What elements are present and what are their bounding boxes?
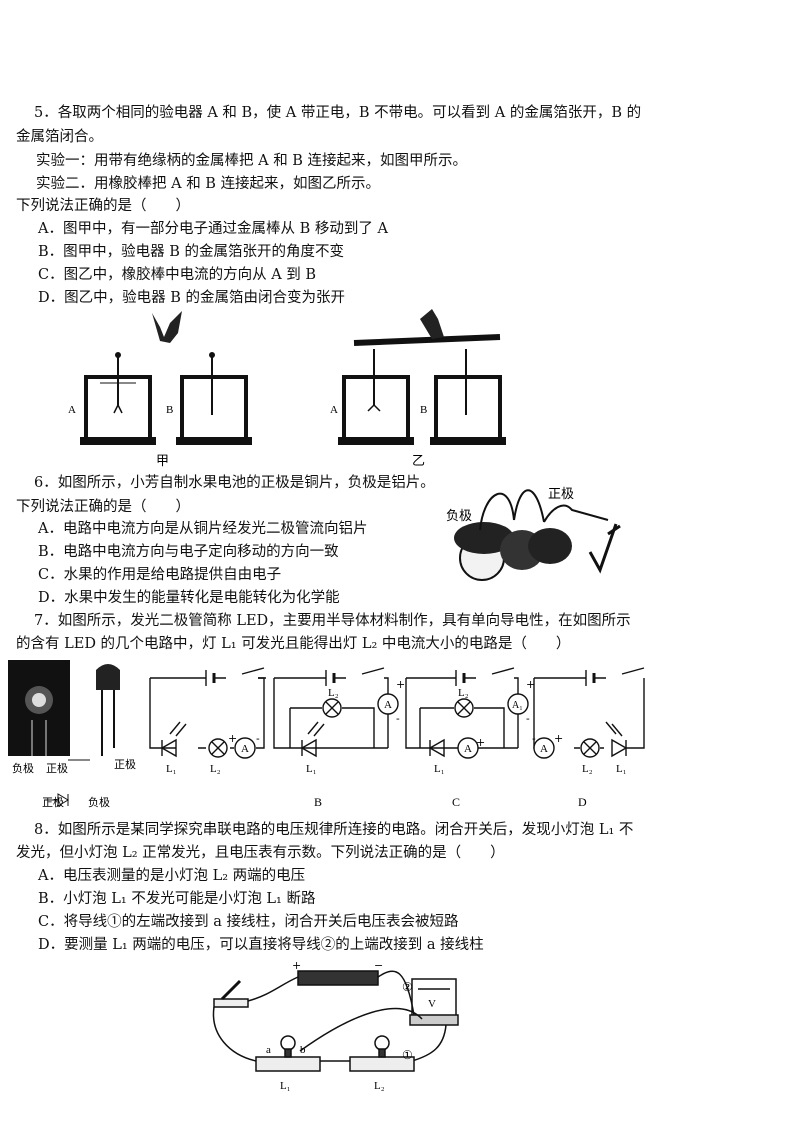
q8-stem-line1: 8．如图所示是某同学探究串联电路的电压规律所连接的电路。闭合开关后，发现小灯泡 … bbox=[34, 822, 634, 838]
led-pos-label: 正极 bbox=[46, 761, 68, 775]
q5-prompt: 下列说法正确的是（ ） bbox=[16, 198, 190, 214]
q5-stem-line1: 5．各取两个相同的验电器 A 和 B，使 A 带正电，B 不带电。可以看到 A … bbox=[34, 105, 642, 121]
minus-sign: - bbox=[532, 732, 536, 745]
minus-sign: - bbox=[526, 712, 530, 725]
q6-option-a: A．电路中电流方向是从铜片经发光二极管流向铝片 bbox=[38, 521, 368, 537]
electroscope-b-yi bbox=[430, 349, 506, 445]
electroscope-a-jia bbox=[80, 352, 156, 445]
circuit-a bbox=[149, 667, 266, 759]
ammeter-icon: A₁ bbox=[512, 700, 523, 711]
q6-option-b: B．电路中电流方向与电子定向移动的方向一致 bbox=[38, 544, 339, 560]
battery-plus: + bbox=[292, 959, 301, 972]
battery-minus: − bbox=[374, 959, 383, 972]
q5-option-b: B．图甲中，验电器 B 的金属箔张开的角度不变 bbox=[38, 244, 345, 260]
circuit-c bbox=[405, 667, 529, 759]
electroscope-b-jia bbox=[176, 352, 252, 445]
q6-figure-fruit-battery: 负极 正极 bbox=[440, 470, 640, 590]
label-b: B bbox=[166, 404, 173, 416]
q5-option-a: A．图甲中，有一部分电子通过金属棒从 B 移动到了 A bbox=[38, 221, 388, 237]
plus-sign: + bbox=[396, 678, 405, 691]
caption-yi: 乙 bbox=[412, 454, 425, 469]
label-l2: L₂ bbox=[210, 763, 221, 775]
led-symbol-pos: 正极 bbox=[42, 795, 64, 809]
label-positive: 正极 bbox=[548, 487, 574, 502]
q7-stem-line2: 的含有 LED 的几个电路中，灯 L₁ 可发光且能得出灯 L₂ 中电流大小的电路… bbox=[16, 636, 571, 652]
q5-option-d: D．图乙中，验电器 B 的金属箔由闭合变为张开 bbox=[38, 290, 345, 306]
label-l2: L₂ bbox=[458, 687, 469, 699]
label-l2: L₂ bbox=[582, 763, 593, 775]
plus-sign: + bbox=[526, 678, 535, 691]
led-pos-label-2: 正极 bbox=[114, 757, 136, 771]
q6-stem: 6．如图所示，小芳自制水果电池的正极是铜片，负极是铝片。 bbox=[34, 475, 435, 491]
switch-icon bbox=[220, 979, 242, 1001]
minus-sign: - bbox=[396, 712, 400, 725]
q6-prompt: 下列说法正确的是（ ） bbox=[16, 499, 190, 515]
label-l2: L₂ bbox=[374, 1080, 385, 1092]
label-l1: L₁ bbox=[616, 763, 627, 775]
caption-c: C bbox=[452, 795, 460, 809]
battery-icon bbox=[297, 970, 379, 986]
q8-stem-line2: 发光，但小灯泡 L₂ 正常发光，且电压表有示数。下列说法正确的是（ ） bbox=[16, 845, 505, 861]
terminal-a: a bbox=[266, 1044, 271, 1056]
q8-option-b: B．小灯泡 L₁ 不发光可能是小灯泡 L₁ 断路 bbox=[38, 891, 316, 907]
hand-icon bbox=[420, 309, 444, 339]
hand-icon bbox=[152, 311, 182, 343]
led-bulb-icon bbox=[96, 664, 120, 690]
voltmeter-label: V bbox=[428, 998, 436, 1010]
label-a: A bbox=[330, 404, 338, 416]
led-neg-label: 负极 bbox=[12, 761, 34, 775]
q8-option-c: C．将导线①的左端改接到 a 接线柱，闭合开关后电压表会被短路 bbox=[38, 914, 459, 930]
wire-2-label: ② bbox=[402, 980, 413, 994]
ammeter-icon: A bbox=[384, 699, 392, 711]
plus-sign: + bbox=[554, 732, 563, 745]
label-l1: L₁ bbox=[306, 763, 317, 775]
label-negative: 负极 bbox=[446, 509, 472, 524]
label-b: B bbox=[420, 404, 427, 416]
q8-option-a: A．电压表测量的是小灯泡 L₂ 两端的电压 bbox=[38, 868, 306, 884]
label-l1: L₁ bbox=[434, 763, 445, 775]
q7-led-images: 负极 正极 正极 正极 负极 bbox=[8, 660, 138, 810]
circuit-b bbox=[273, 667, 399, 758]
q5-option-c: C．图乙中，橡胶棒中电流的方向从 A 到 B bbox=[38, 267, 317, 283]
ammeter-icon: A bbox=[241, 743, 249, 755]
caption-d: D bbox=[578, 795, 587, 809]
caption-jia: 甲 bbox=[156, 454, 169, 469]
label-a: A bbox=[68, 404, 76, 416]
plus-sign: + bbox=[476, 736, 485, 749]
label-l1: L₁ bbox=[166, 763, 177, 775]
label-l1: L₁ bbox=[280, 1080, 291, 1092]
ammeter-icon: A bbox=[464, 743, 472, 755]
led-symbol-neg: 负极 bbox=[88, 795, 110, 809]
q6-option-c: C．水果的作用是给电路提供自由电子 bbox=[38, 567, 282, 583]
circuit-d bbox=[533, 667, 645, 759]
q7-stem-line1: 7．如图所示，发光二极管简称 LED，主要用半导体材料制作，具有单向导电性，在如… bbox=[34, 613, 631, 629]
q5-stem-line2: 金属箔闭合。 bbox=[16, 129, 103, 145]
q8-figure-series-circuit: + − V a b L₁ L₂ ② ① bbox=[200, 955, 480, 1095]
bulb-icon bbox=[280, 1035, 296, 1051]
plus-sign: + bbox=[228, 732, 237, 745]
electroscope-a-yi bbox=[338, 349, 414, 445]
bulb-icon bbox=[374, 1035, 390, 1051]
ammeter-icon: A bbox=[540, 743, 548, 755]
q5-experiment-2: 实验二．用橡胶棒把 A 和 B 连接起来，如图乙所示。 bbox=[36, 176, 381, 192]
terminal-b: b bbox=[300, 1044, 306, 1056]
q6-option-d: D．水果中发生的能量转化是电能转化为化学能 bbox=[38, 590, 340, 606]
q5-experiment-1: 实验一：用带有绝缘柄的金属棒把 A 和 B 连接起来，如图甲所示。 bbox=[36, 153, 468, 169]
q7-circuits: A A A₁ A A + - + - + - + + - L₁ L₂ L₂ L₁… bbox=[140, 660, 650, 810]
q8-option-d: D．要测量 L₁ 两端的电压，可以直接将导线②的上端改接到 a 接线柱 bbox=[38, 937, 484, 953]
q5-figure-electroscopes: A B A B 甲 乙 bbox=[60, 305, 520, 475]
wire-1-label: ① bbox=[402, 1048, 413, 1062]
caption-b: B bbox=[314, 795, 322, 809]
minus-sign: - bbox=[256, 732, 260, 745]
label-l2: L₂ bbox=[328, 687, 339, 699]
